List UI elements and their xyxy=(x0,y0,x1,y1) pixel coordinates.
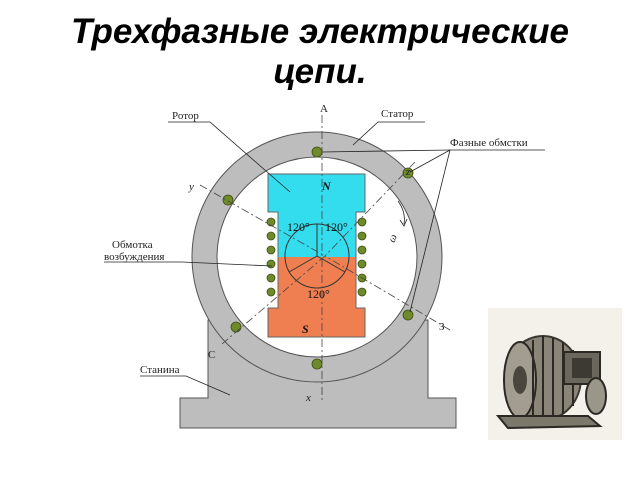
frame-leader xyxy=(140,375,231,396)
label-excitation-2: возбуждения xyxy=(104,251,164,263)
terminal-a: A xyxy=(320,103,328,115)
excitation-winding xyxy=(266,217,367,297)
angle-label-bottom: 120° xyxy=(307,287,330,301)
page-title: Трехфазные электрические цепи. xyxy=(0,12,640,92)
title-line-1: Трехфазные электрические xyxy=(70,12,570,51)
terminal-c: C xyxy=(208,349,215,361)
rotor-leader xyxy=(168,121,291,193)
leader-lines xyxy=(104,121,545,396)
pole-n-label: N xyxy=(321,179,332,193)
label-phase-windings: Фазные обмстки xyxy=(450,137,528,149)
conductor-x xyxy=(311,358,323,370)
stator-leader xyxy=(352,121,425,146)
conductor-c xyxy=(230,321,242,333)
omega-arrow xyxy=(397,200,405,225)
label-stator: Статор xyxy=(381,108,414,120)
pole-s-label: S xyxy=(302,322,309,336)
label-rotor: Ротор xyxy=(172,110,199,122)
angle-label-right: 120° xyxy=(325,220,348,234)
terminal-b: З xyxy=(439,321,445,333)
conductor-y xyxy=(222,194,234,206)
rotor-outline xyxy=(267,173,366,338)
conductor-z xyxy=(402,167,414,179)
terminal-y: y xyxy=(188,181,194,193)
conductor-b xyxy=(402,309,414,321)
omega-label: ω xyxy=(386,233,400,245)
title-line-2: цепи. xyxy=(273,52,367,91)
label-frame: Станина xyxy=(140,364,180,376)
excitation-leader xyxy=(104,261,273,267)
rotor-axis-line-1 xyxy=(288,255,318,273)
angle-label-left: 120° xyxy=(287,220,310,234)
conductor-a xyxy=(311,146,323,158)
terminal-x: x xyxy=(305,392,311,404)
electric-motor-photo xyxy=(488,308,622,440)
omega-arrowhead xyxy=(399,218,408,227)
rotor: N S 120° 120° 120° xyxy=(267,173,366,338)
center-lines xyxy=(199,115,451,400)
terminal-z: z xyxy=(405,166,411,178)
label-excitation-1: Обмотка xyxy=(112,239,153,251)
